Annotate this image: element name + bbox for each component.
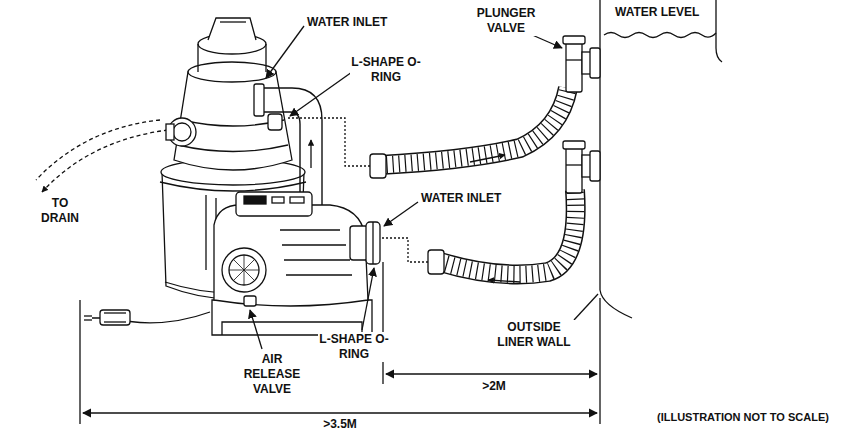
callout-label: TO DRAIN <box>34 196 86 226</box>
callout-label: WATER INLET <box>306 15 388 30</box>
callout-label: AIR RELEASE VALVE <box>238 352 306 397</box>
callout-label: (ILLUSTRATION NOT TO SCALE) <box>656 410 830 425</box>
callout-label: WATER INLET <box>420 191 502 206</box>
callout-label: >2M <box>481 379 507 394</box>
callout-label: OUTSIDE LINER WALL <box>490 320 578 350</box>
callout-label: L-SHAPE O-RING <box>318 332 390 362</box>
callout-label: >3.5M <box>322 417 358 432</box>
callout-label: L-SHAPE O-RING <box>350 55 422 85</box>
callout-label: WATER LEVEL <box>614 5 700 20</box>
callout-label: PLUNGER VALVE <box>470 6 542 36</box>
